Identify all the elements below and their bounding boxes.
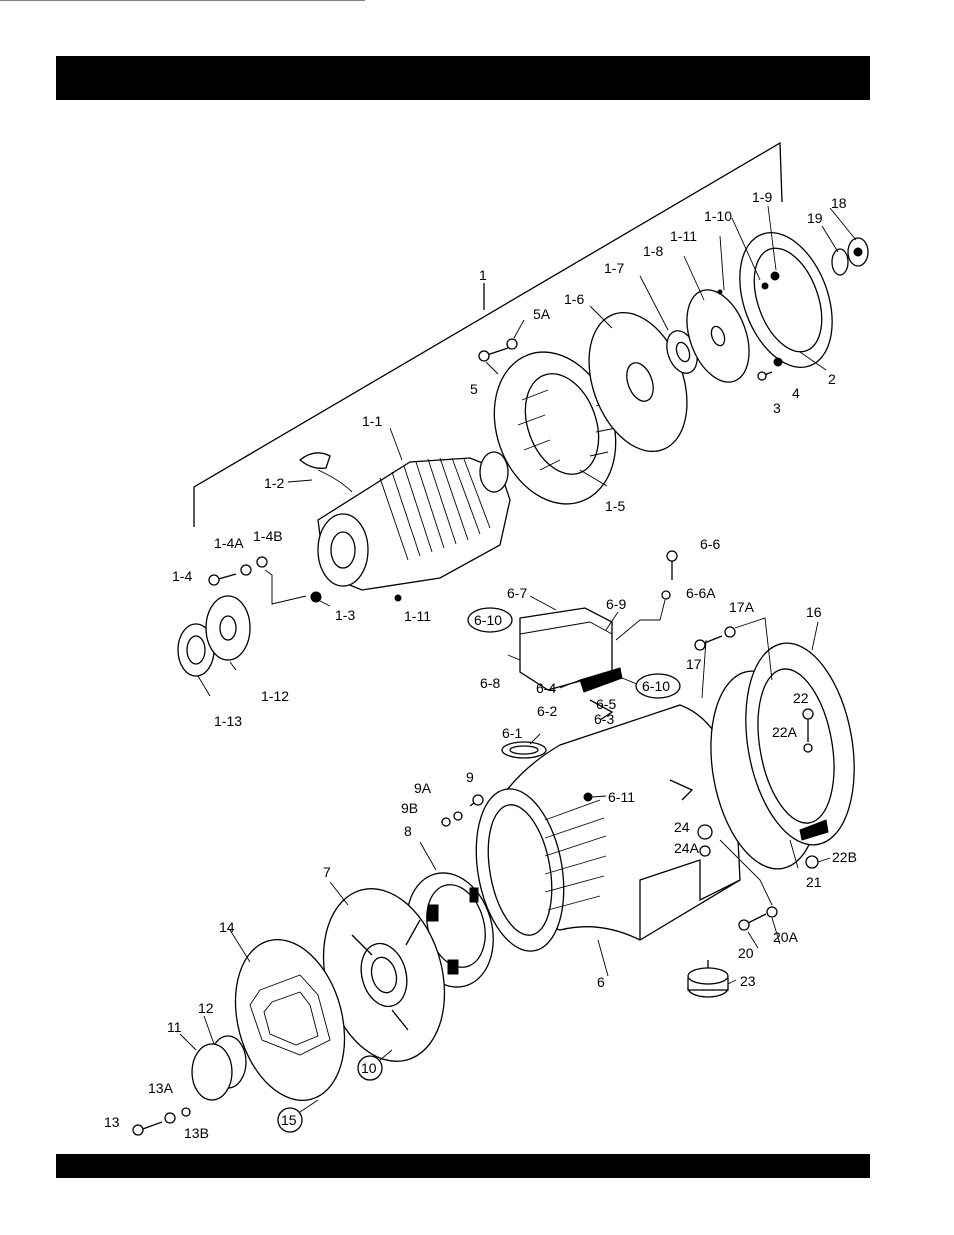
label-3: 3 <box>773 400 781 416</box>
left-bearing-parts <box>178 557 306 676</box>
label-20a: 20A <box>773 929 799 945</box>
label-20: 20 <box>738 945 754 961</box>
label-5: 5 <box>470 381 478 397</box>
label-10: 10 <box>361 1060 377 1076</box>
label-4: 4 <box>792 385 800 401</box>
label-6-6a: 6-6A <box>686 585 716 601</box>
label-12: 12 <box>198 1000 214 1016</box>
label-1-3: 1-3 <box>335 607 355 623</box>
rotor-assembly <box>0 0 510 602</box>
label-6-7: 6-7 <box>507 585 527 601</box>
label-1-10: 1-10 <box>704 208 732 224</box>
damper <box>688 960 728 997</box>
label-1-1: 1-1 <box>362 413 382 429</box>
label-1-4b: 1-4B <box>253 528 283 544</box>
label-22b: 22B <box>832 849 857 865</box>
label-18: 18 <box>831 195 847 211</box>
terminal-box <box>520 551 677 692</box>
label-9: 9 <box>466 769 474 785</box>
label-1-5: 1-5 <box>605 498 625 514</box>
label-15: 15 <box>281 1112 297 1128</box>
label-16: 16 <box>806 604 822 620</box>
bearing-cap <box>832 238 868 275</box>
end-bolt <box>133 1108 190 1135</box>
label-6-11: 6-11 <box>608 789 635 805</box>
label-24a: 24A <box>674 840 700 856</box>
label-8: 8 <box>404 823 412 839</box>
label-1-2: 1-2 <box>264 475 284 491</box>
label-6-6: 6-6 <box>700 536 720 552</box>
label-6-10a: 6-10 <box>474 612 502 628</box>
label-1-11a: 1-11 <box>670 228 697 244</box>
label-6-4: 6-4 <box>536 680 556 696</box>
label-6: 6 <box>597 974 605 990</box>
label-1-9: 1-9 <box>752 189 772 205</box>
label-6-9: 6-9 <box>606 596 626 612</box>
label-1-6: 1-6 <box>564 291 584 307</box>
label-17: 17 <box>686 656 702 672</box>
label-6-10b: 6-10 <box>642 678 670 694</box>
label-11: 11 <box>167 1019 182 1035</box>
label-21: 21 <box>806 874 822 890</box>
label-13: 13 <box>104 1114 120 1130</box>
label-6-1: 6-1 <box>502 725 522 741</box>
label-9a: 9A <box>414 780 432 796</box>
label-5a: 5A <box>533 306 551 322</box>
label-1-4: 1-4 <box>172 568 192 584</box>
label-23: 23 <box>740 973 756 989</box>
label-14: 14 <box>219 919 235 935</box>
label-6-8: 6-8 <box>480 675 500 691</box>
label-22a: 22A <box>772 724 798 740</box>
label-19: 19 <box>807 210 823 226</box>
label-13b: 13B <box>184 1125 209 1141</box>
label-1: 1 <box>479 267 487 283</box>
label-2: 2 <box>828 371 836 387</box>
frame-bolt <box>442 795 483 826</box>
label-1-11b: 1-11 <box>404 608 431 624</box>
label-22: 22 <box>793 690 809 706</box>
label-7: 7 <box>323 864 331 880</box>
label-6-3: 6-3 <box>594 711 614 727</box>
label-24: 24 <box>674 819 690 835</box>
end-cover <box>192 1036 246 1100</box>
label-17a: 17A <box>729 599 755 615</box>
label-1-12: 1-12 <box>261 688 289 704</box>
label-9b: 9B <box>401 800 418 816</box>
label-6-2: 6-2 <box>537 703 557 719</box>
label-1-7: 1-7 <box>604 260 624 276</box>
label-6-5: 6-5 <box>596 696 616 712</box>
label-13a: 13A <box>148 1080 174 1096</box>
label-1-13: 1-13 <box>214 713 242 729</box>
label-1-8: 1-8 <box>643 243 663 259</box>
label-1-4a: 1-4A <box>214 535 244 551</box>
